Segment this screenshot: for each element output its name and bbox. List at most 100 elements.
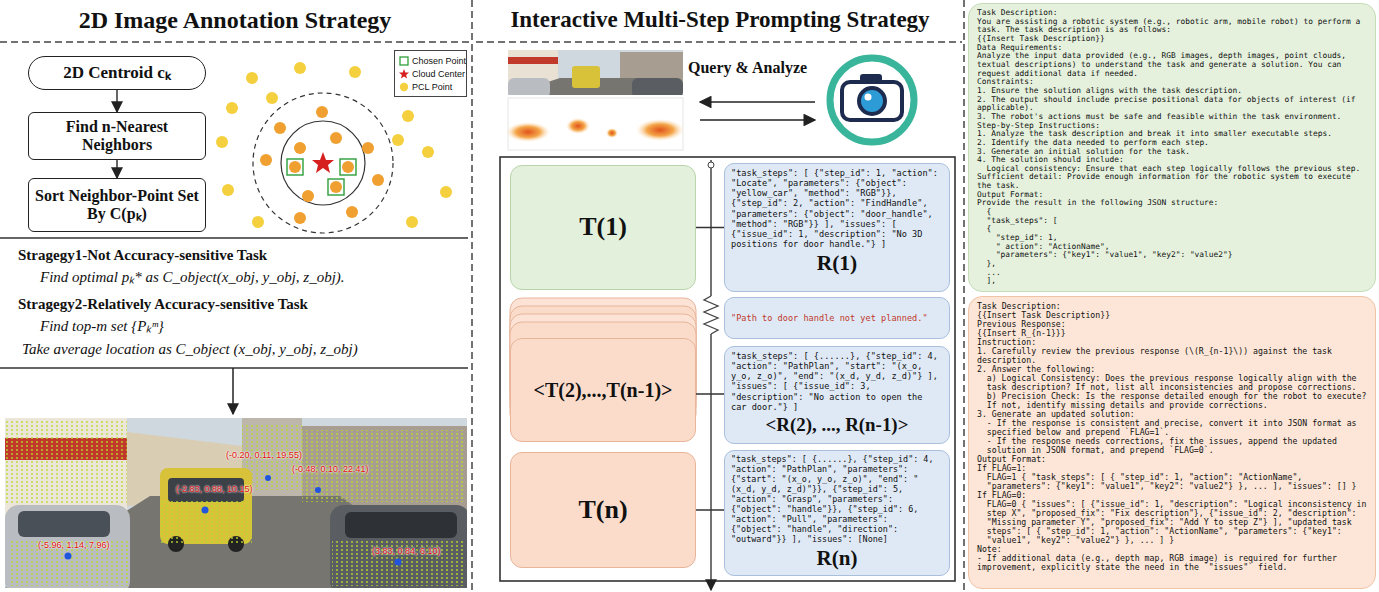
node-subtext: Note: [977,545,1367,554]
node-subtext: {{Insert R_{n-1}}} [977,329,1367,338]
node-subtext: 3. Generate an updated solution: [977,410,1367,419]
node-text: Find n-Nearest Neighbors [35,118,199,155]
node-subtext: { [977,208,1367,217]
node-subtext: Logical consistency: Ensure that each st… [977,165,1367,174]
node-subtext: Sufficient detail: Provide enough inform… [977,173,1367,190]
car [632,78,683,95]
pcl-points [216,62,452,228]
node-subtext: }, [977,260,1367,269]
node-subtext: "parameters": {"key1": "value1", "key2":… [977,251,1367,260]
node-subtext: ], [977,277,1367,286]
process-box: 2D Centroid cₖ [28,56,206,90]
response-card: "Path to door handle not yet planned." [724,297,950,339]
node-subtext: {{Insert Task Description}} [977,35,1367,44]
node-subtext: { [977,225,1367,234]
node-subtext: a) Logical Consistency: Does the previou… [977,374,1367,392]
pcl-point-sample [400,82,408,90]
node-content: "task_steps": [ {......}, {"step_id": 4,… [731,351,943,436]
node-subtext: 4. The solution should include: [977,156,1367,165]
node-subtext: " action": "ActionName", [977,243,1367,252]
strategy-heading: Stragegy1-Not Accuracy-sensitive Task [18,246,458,264]
step-label: Query & Analyze [688,58,822,77]
street-photo [5,418,467,588]
legend-box: Chosen PointCloud CenterPCL Point [394,50,467,97]
node-content: T(1) [517,213,689,242]
prompt-box: T(n) [510,452,696,568]
node-subtext: ... [977,269,1367,278]
point-cloud [8,540,128,586]
legend-row: PCL Point [399,80,462,93]
object-center [315,487,321,493]
process-box: Find n-Nearest Neighbors [28,112,206,160]
depth-blob [606,128,618,138]
dialogue-frame [500,157,955,581]
process-box: Sort Neighbor-Point Set By C(pₖ) [28,178,206,232]
point-cloud [332,540,464,586]
pcl-point [406,216,418,228]
cloud-center-star [312,152,334,173]
building-band [508,57,558,64]
car-window [345,512,457,538]
pcl-point [246,72,258,84]
car [5,505,130,588]
pcl-point [222,184,234,196]
pcl-point [294,212,306,224]
node-content: Find n-Nearest Neighbors [35,118,199,155]
depth-blob [636,119,684,141]
connector [116,90,118,112]
pcl-point [252,216,264,228]
node-content: <T(2),...,T(n-1)> [517,379,689,401]
legend-row: Cloud Center [399,67,462,80]
panel-title: Interactive Multi-Step Prompting Strateg… [476,6,964,34]
connector [116,160,118,178]
legend-mark [399,69,409,79]
node-content: "task_steps": [ {"step_id": 1, "action":… [731,168,943,276]
chosen-point-mark [328,179,344,195]
coordinate-label: (-2.83, 0.88, 10.15) [176,484,262,495]
node-subtext: "step_id": 1, [977,234,1367,243]
search-radius [253,93,393,233]
node-subtext: R(1) [731,252,943,276]
pcl-point [316,106,328,118]
legend-text: Cloud Center [412,69,465,79]
pcl-point [362,142,374,154]
car [508,78,550,95]
pcl-point [216,136,228,148]
node-subtext: "task_steps": [ [977,217,1367,226]
node-subtext: b) Precision Check: Is the response deta… [977,392,1367,410]
pcl-point [289,161,301,173]
node-content: Sort Neighbor-Point Set By C(pₖ) [35,187,199,224]
timeline-spring [704,296,718,334]
chosen-point-mark [287,159,303,175]
node-subtext: 3. Generate an initial solution for the … [977,148,1367,157]
node-subtext: <R(2), ..., R(n-1)> [731,415,943,436]
node-text: "task_steps": [ {......}, {"step_id": 4,… [731,455,943,544]
refine-prompt-panel: Task Description:{{Insert Task Descripti… [968,296,1376,589]
node-subtext: 1. Analyze the task description and brea… [977,130,1367,139]
legend-mark [399,56,409,66]
sky [5,418,467,588]
pcl-point [342,161,354,173]
pcl-point [372,174,384,186]
object-center [395,559,402,566]
node-text: Sort Neighbor-Point Set By C(pₖ) [35,187,199,224]
node-subtext: Instruction: [977,338,1367,347]
neighbor-radius [281,121,365,205]
node-subtext: 2. Identify the data needed to perform e… [977,139,1367,148]
node-subtext: - If the response needs corrections, fix… [977,437,1367,455]
node-text: Task Description: [977,302,1367,311]
coordinate-label: (-5.96, 1.14, 7.96) [38,540,124,551]
flow-arrow [232,368,234,414]
camera-body [842,82,902,120]
node-subtext: {{Insert Task Description}} [977,311,1367,320]
object-center [202,507,209,514]
node-subtext: If FLAG=1: [977,464,1367,473]
node-subtext: - If additional data (e.g., depth map, R… [977,554,1367,572]
coordinate-label: (-0.48, 0.10, 22.41) [292,464,378,475]
input-photo [508,50,683,95]
node-text: <T(2),...,T(n-1)> [517,379,689,401]
pcl-point [392,134,404,146]
camera-lens [859,88,885,114]
pcl-point [402,110,414,122]
node-subtext: 3. The robot's actions must be safe and … [977,113,1367,122]
